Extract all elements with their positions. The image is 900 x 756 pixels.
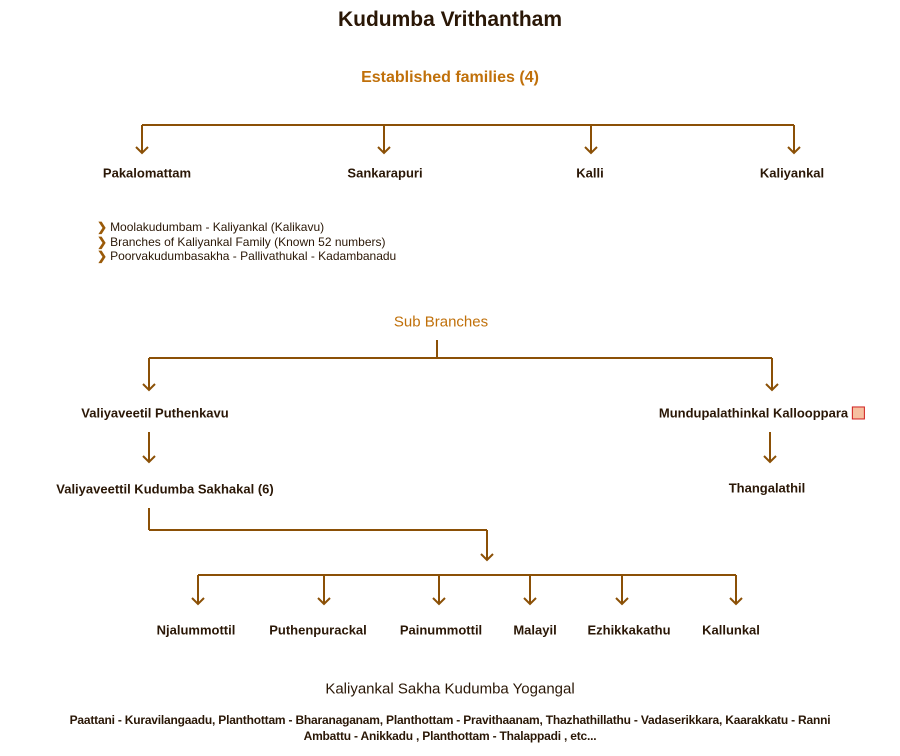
sakha-item: Puthenpurackal (269, 622, 367, 638)
link-item[interactable]: ❯Poorvakudumbasakha - Pallivathukal - Ka… (97, 249, 396, 264)
sakha-item: Njalummottil (156, 622, 236, 638)
branch-valiyaveettil-sakhakal: Valiyaveettil Kudumba Sakhakal (6) (56, 481, 274, 497)
arrow-down-icon (765, 383, 779, 392)
arrow-down-icon (480, 553, 494, 562)
arrow-down-icon (317, 597, 331, 606)
branch-thangalathil: Thangalathil (728, 480, 806, 496)
yogangal-heading: Kaliyankal Sakha Kudumba Yogangal (325, 680, 575, 698)
chevron-right-icon: ❯ (97, 249, 108, 263)
established-heading: Established families (4) (361, 69, 539, 86)
arrow-down-icon (615, 597, 629, 606)
sakha-item: Malayil (513, 622, 557, 638)
chevron-right-icon: ❯ (97, 234, 108, 249)
sakha-item: Painummottil (399, 622, 483, 638)
arrow-down-icon (191, 597, 205, 606)
link-list: ❯Moolakudumbam - Kaliyankal (Kalikavu) ❯… (97, 220, 396, 264)
arrow-down-icon (377, 146, 391, 155)
external-link-icon[interactable] (852, 406, 866, 420)
link-item[interactable]: ❯Branches of Kaliyankal Family (Known 52… (97, 235, 396, 250)
arrow-down-icon (787, 146, 801, 155)
branch-mundupalathinkal: Mundupalathinkal Kallooppara (658, 405, 866, 421)
family-sankarapuri: Sankarapuri (347, 165, 423, 181)
chevron-right-icon: ❯ (97, 220, 108, 234)
arrow-down-icon (584, 146, 598, 155)
yogangal-line: Paattani - Kuravilangaadu, Planthottam -… (69, 713, 831, 727)
page-title: Kudumba Vrithantham (337, 8, 563, 31)
yogangal-text: Paattani - Kuravilangaadu, Planthottam -… (0, 712, 900, 744)
link-branches[interactable]: Branches of Kaliyankal Family (Known 52 … (110, 234, 386, 249)
arrow-down-icon (135, 146, 149, 155)
sakha-item: Kallunkal (702, 622, 760, 638)
family-kalli: Kalli (576, 165, 604, 181)
sub-branches-heading: Sub Branches (393, 313, 489, 331)
branch-valiyaveetil: Valiyaveetil Puthenkavu (81, 405, 229, 421)
arrow-down-icon (523, 597, 537, 606)
arrow-down-icon (142, 383, 156, 392)
family-kaliyankal: Kaliyankal (759, 165, 825, 181)
link-item[interactable]: ❯Moolakudumbam - Kaliyankal (Kalikavu) (97, 220, 396, 235)
arrow-down-icon (729, 597, 743, 606)
family-pakalomattam: Pakalomattam (102, 165, 192, 181)
arrow-down-icon (142, 455, 156, 464)
branch-label: Mundupalathinkal Kallooppara (658, 405, 849, 421)
link-moolakudumbam[interactable]: Moolakudumbam - Kaliyankal (Kalikavu) (110, 220, 325, 234)
yogangal-line: Ambattu - Anikkadu , Planthottam - Thala… (303, 729, 597, 743)
link-poorvakudumbasakha[interactable]: Poorvakudumbasakha - Pallivathukal - Kad… (110, 249, 397, 263)
arrow-down-icon (763, 455, 777, 464)
sakha-item: Ezhikkakathu (587, 622, 671, 638)
arrow-down-icon (432, 597, 446, 606)
